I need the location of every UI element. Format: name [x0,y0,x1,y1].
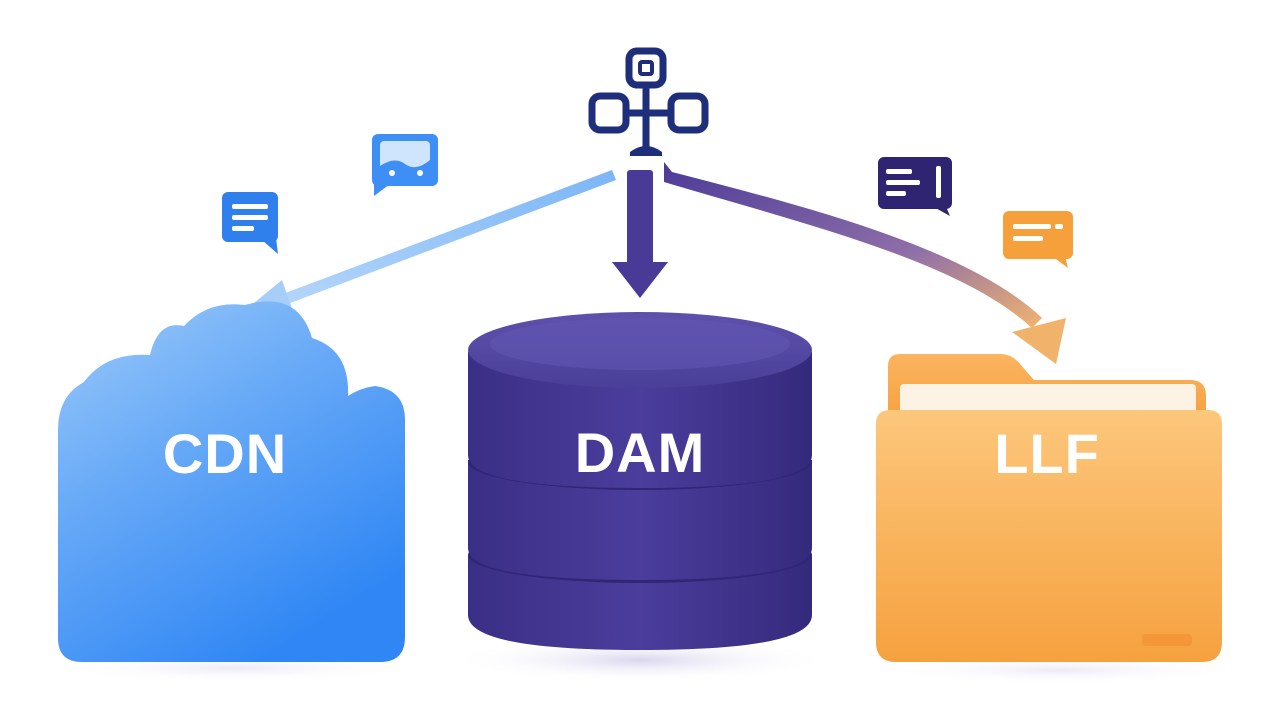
arrow-hub-to-llf [664,162,1066,364]
arrow-hub-to-cdn [248,170,616,320]
folder-front [876,410,1222,662]
cdn-node: CDN [58,301,405,662]
llf-node: LLF [876,354,1222,662]
image-message-icon [372,134,438,196]
folder-label-slot [1142,634,1192,646]
document-message-icon [222,192,278,254]
cloud-shape [58,301,405,662]
arrow-hub-to-dam [612,170,668,298]
database-shadow [450,638,830,682]
chat-message-icon [1003,211,1073,268]
dam-node: DAM [468,312,812,650]
cdn-label: CDN [163,422,287,485]
dam-label: DAM [575,421,706,484]
llf-label: LLF [994,422,1100,485]
text-message-icon [878,157,952,216]
folder-shadow [880,656,1240,684]
network-hub-icon [588,47,709,156]
